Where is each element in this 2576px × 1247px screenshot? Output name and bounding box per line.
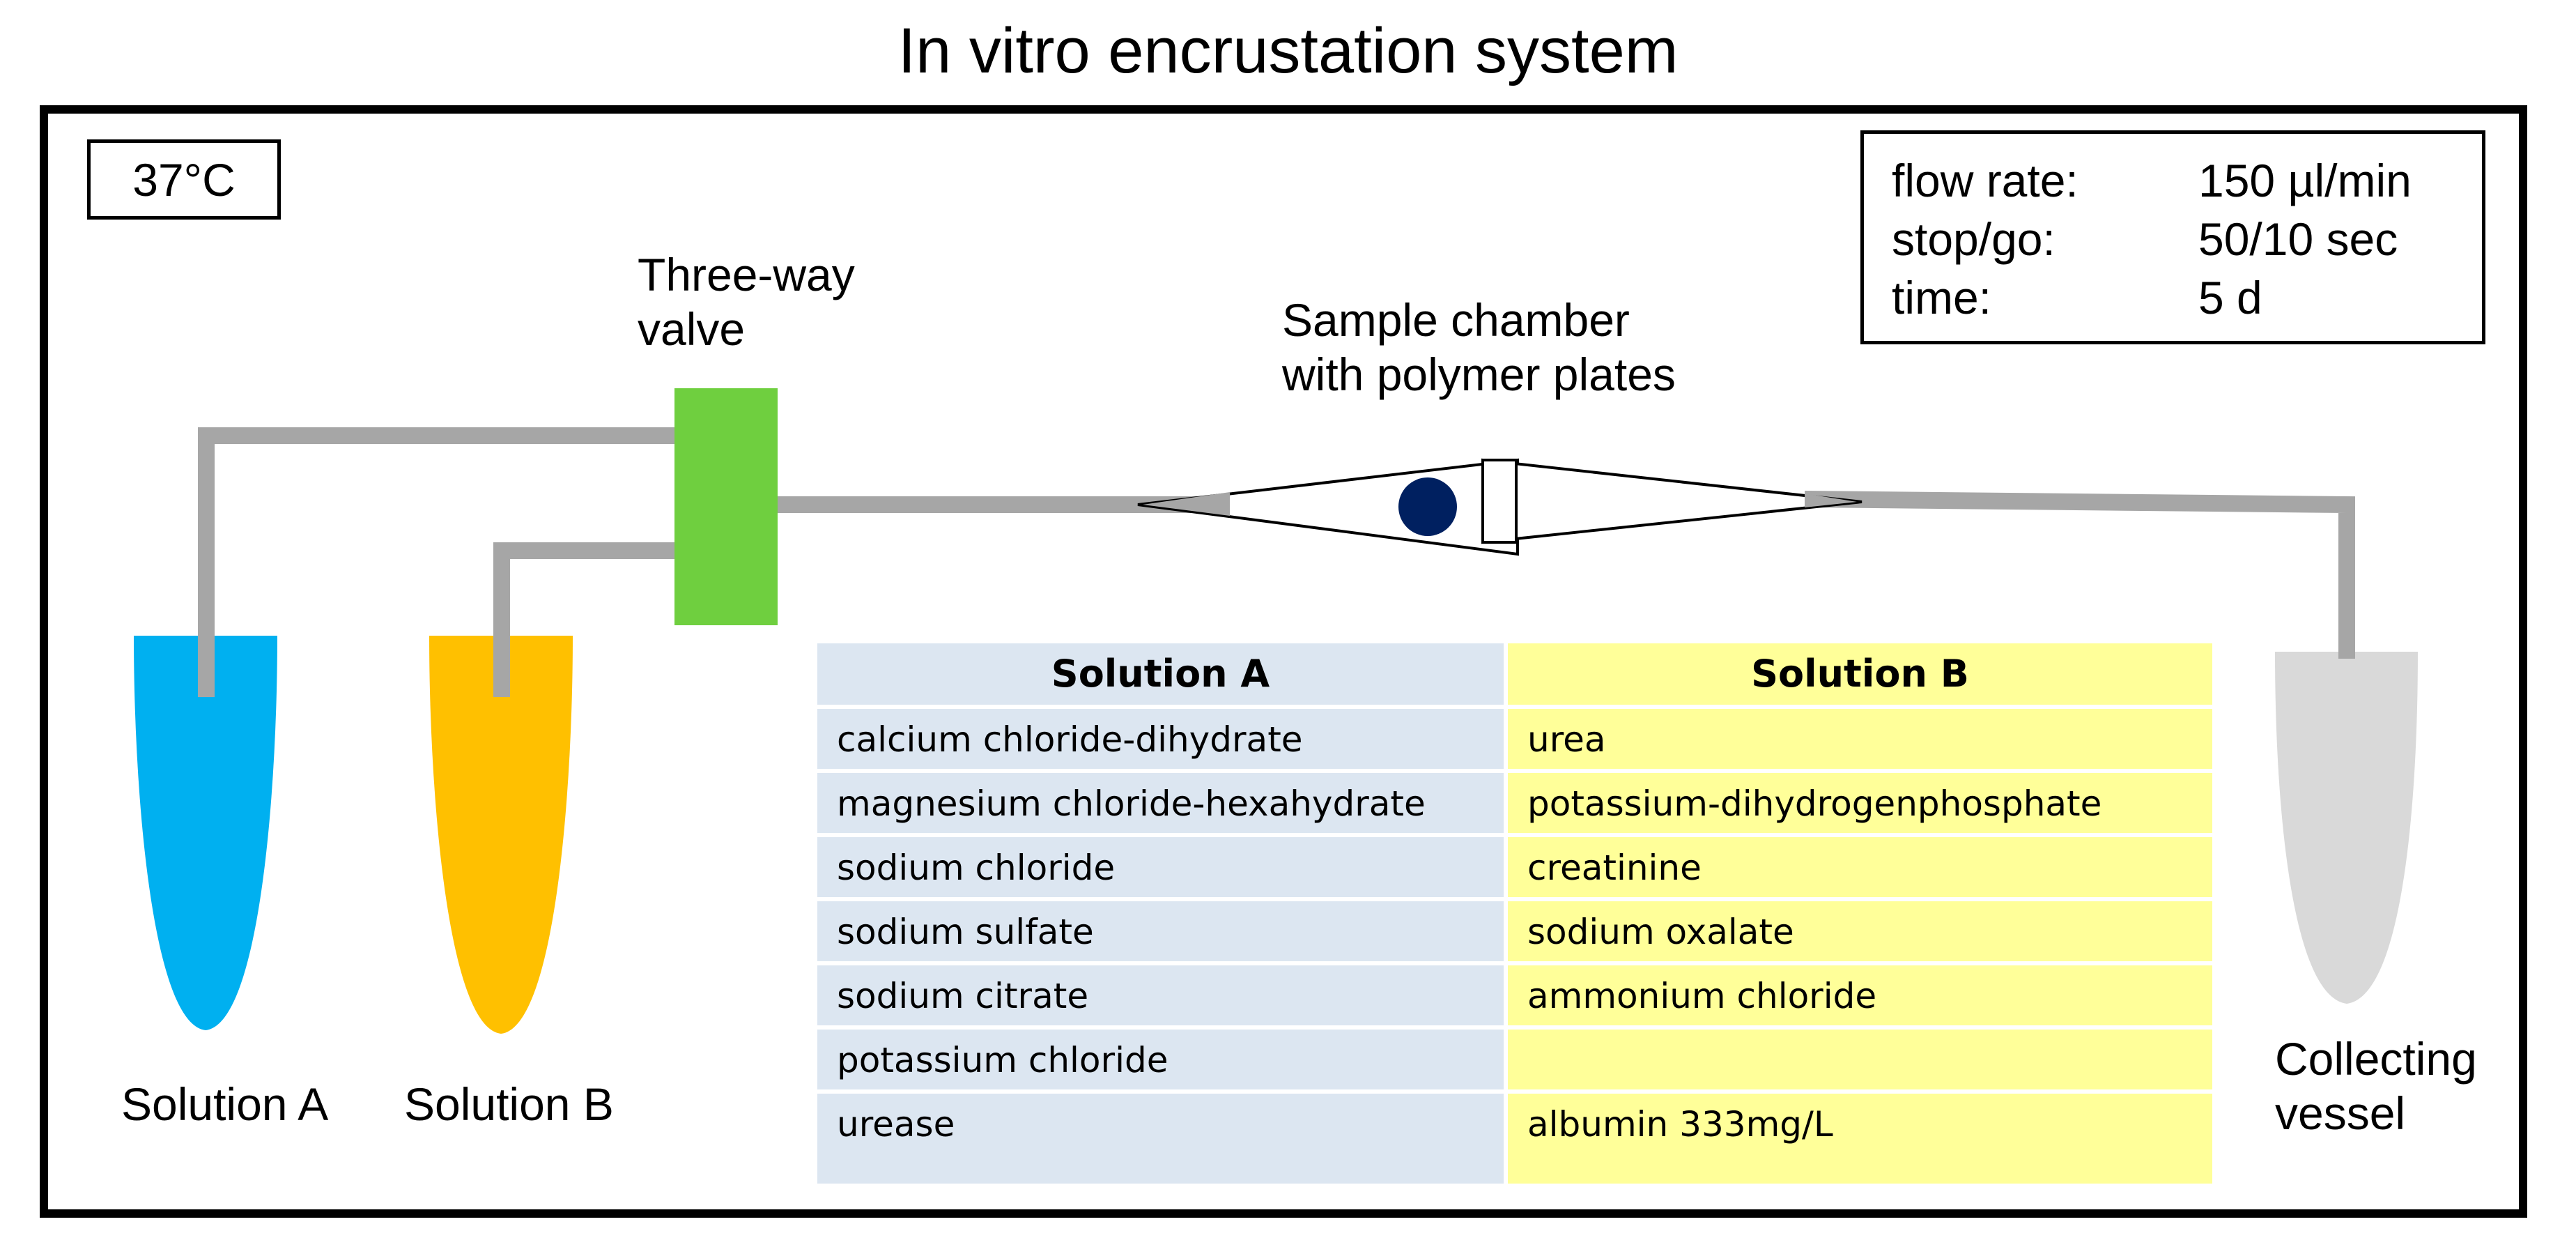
tube-end-b	[493, 620, 510, 697]
chamber-label: Sample chamber with polymer plates	[1282, 293, 1676, 401]
polymer-plate	[1481, 459, 1518, 544]
param-row-flow-rate: flow rate: 150 µl/min	[1892, 153, 2477, 208]
table-cell-b	[1508, 1030, 2212, 1089]
param-value: 5 d	[2198, 272, 2262, 323]
temperature-box: 37°C	[87, 139, 281, 220]
table-cell-b: potassium-dihydrogenphosphate	[1508, 773, 2212, 833]
param-row-stop-go: stop/go: 50/10 sec	[1892, 212, 2477, 266]
valve-label: Three-way valve	[638, 247, 855, 356]
valve-label-line-1: Three-way	[638, 249, 855, 300]
tube-solution-a	[198, 427, 674, 697]
collecting-inlet	[2338, 648, 2355, 659]
chamber-label-line-1: Sample chamber	[1282, 294, 1630, 346]
table-header-a: Solution A	[817, 643, 1504, 705]
table-cell-a: sodium sulfate	[817, 901, 1504, 961]
table-cell-b: albumin 333mg/L	[1508, 1094, 2212, 1184]
solution-b-tube	[429, 636, 573, 1034]
table-cell-a: urease	[817, 1094, 1504, 1184]
table-cell-b: ammonium chloride	[1508, 965, 2212, 1025]
table-cell-b: urea	[1508, 709, 2212, 769]
parameters-box: flow rate: 150 µl/min stop/go: 50/10 sec…	[1860, 130, 2485, 344]
collecting-vessel	[2275, 652, 2418, 1004]
table-header-b: Solution B	[1508, 643, 2212, 705]
composition-table: Solution A Solution B calcium chloride-d…	[817, 643, 2212, 1184]
param-row-time: time: 5 d	[1892, 270, 2477, 325]
table-cell-b: sodium oxalate	[1508, 901, 2212, 961]
param-key: time:	[1892, 272, 1992, 323]
tube-end-a	[198, 620, 215, 697]
table-cell-a: sodium chloride	[817, 837, 1504, 897]
three-way-valve	[674, 388, 778, 625]
chamber-label-line-2: with polymer plates	[1282, 349, 1676, 400]
chamber-outlet-fill	[1805, 494, 1857, 507]
tube-chamber-to-vessel	[1804, 491, 2355, 652]
table-cell-b: creatinine	[1508, 837, 2212, 897]
chamber-inlet-fill	[1143, 492, 1230, 516]
table-cell-a: sodium citrate	[817, 965, 1504, 1025]
valve-label-line-2: valve	[638, 303, 746, 355]
sample-dot	[1398, 477, 1457, 536]
param-key: flow rate:	[1892, 155, 2078, 206]
solution-b-label: Solution B	[404, 1078, 614, 1130]
param-value: 50/10 sec	[2198, 213, 2398, 265]
param-key: stop/go:	[1892, 213, 2056, 265]
solution-a-tube	[134, 636, 277, 1030]
table-cell-a: calcium chloride-dihydrate	[817, 709, 1504, 769]
collecting-label-line-2: vessel	[2275, 1087, 2406, 1139]
param-value: 150 µl/min	[2198, 155, 2412, 206]
system-frame	[40, 105, 2527, 1218]
collecting-label-line-1: Collecting	[2275, 1033, 2477, 1085]
table-cell-a: magnesium chloride-hexahydrate	[817, 773, 1504, 833]
diagram-title: In vitro encrustation system	[897, 15, 1679, 86]
collecting-label: Collecting vessel	[2275, 1032, 2477, 1140]
temperature-value: 37°C	[132, 153, 236, 206]
solution-a-label: Solution A	[121, 1078, 329, 1130]
table-cell-a: potassium chloride	[817, 1030, 1504, 1089]
